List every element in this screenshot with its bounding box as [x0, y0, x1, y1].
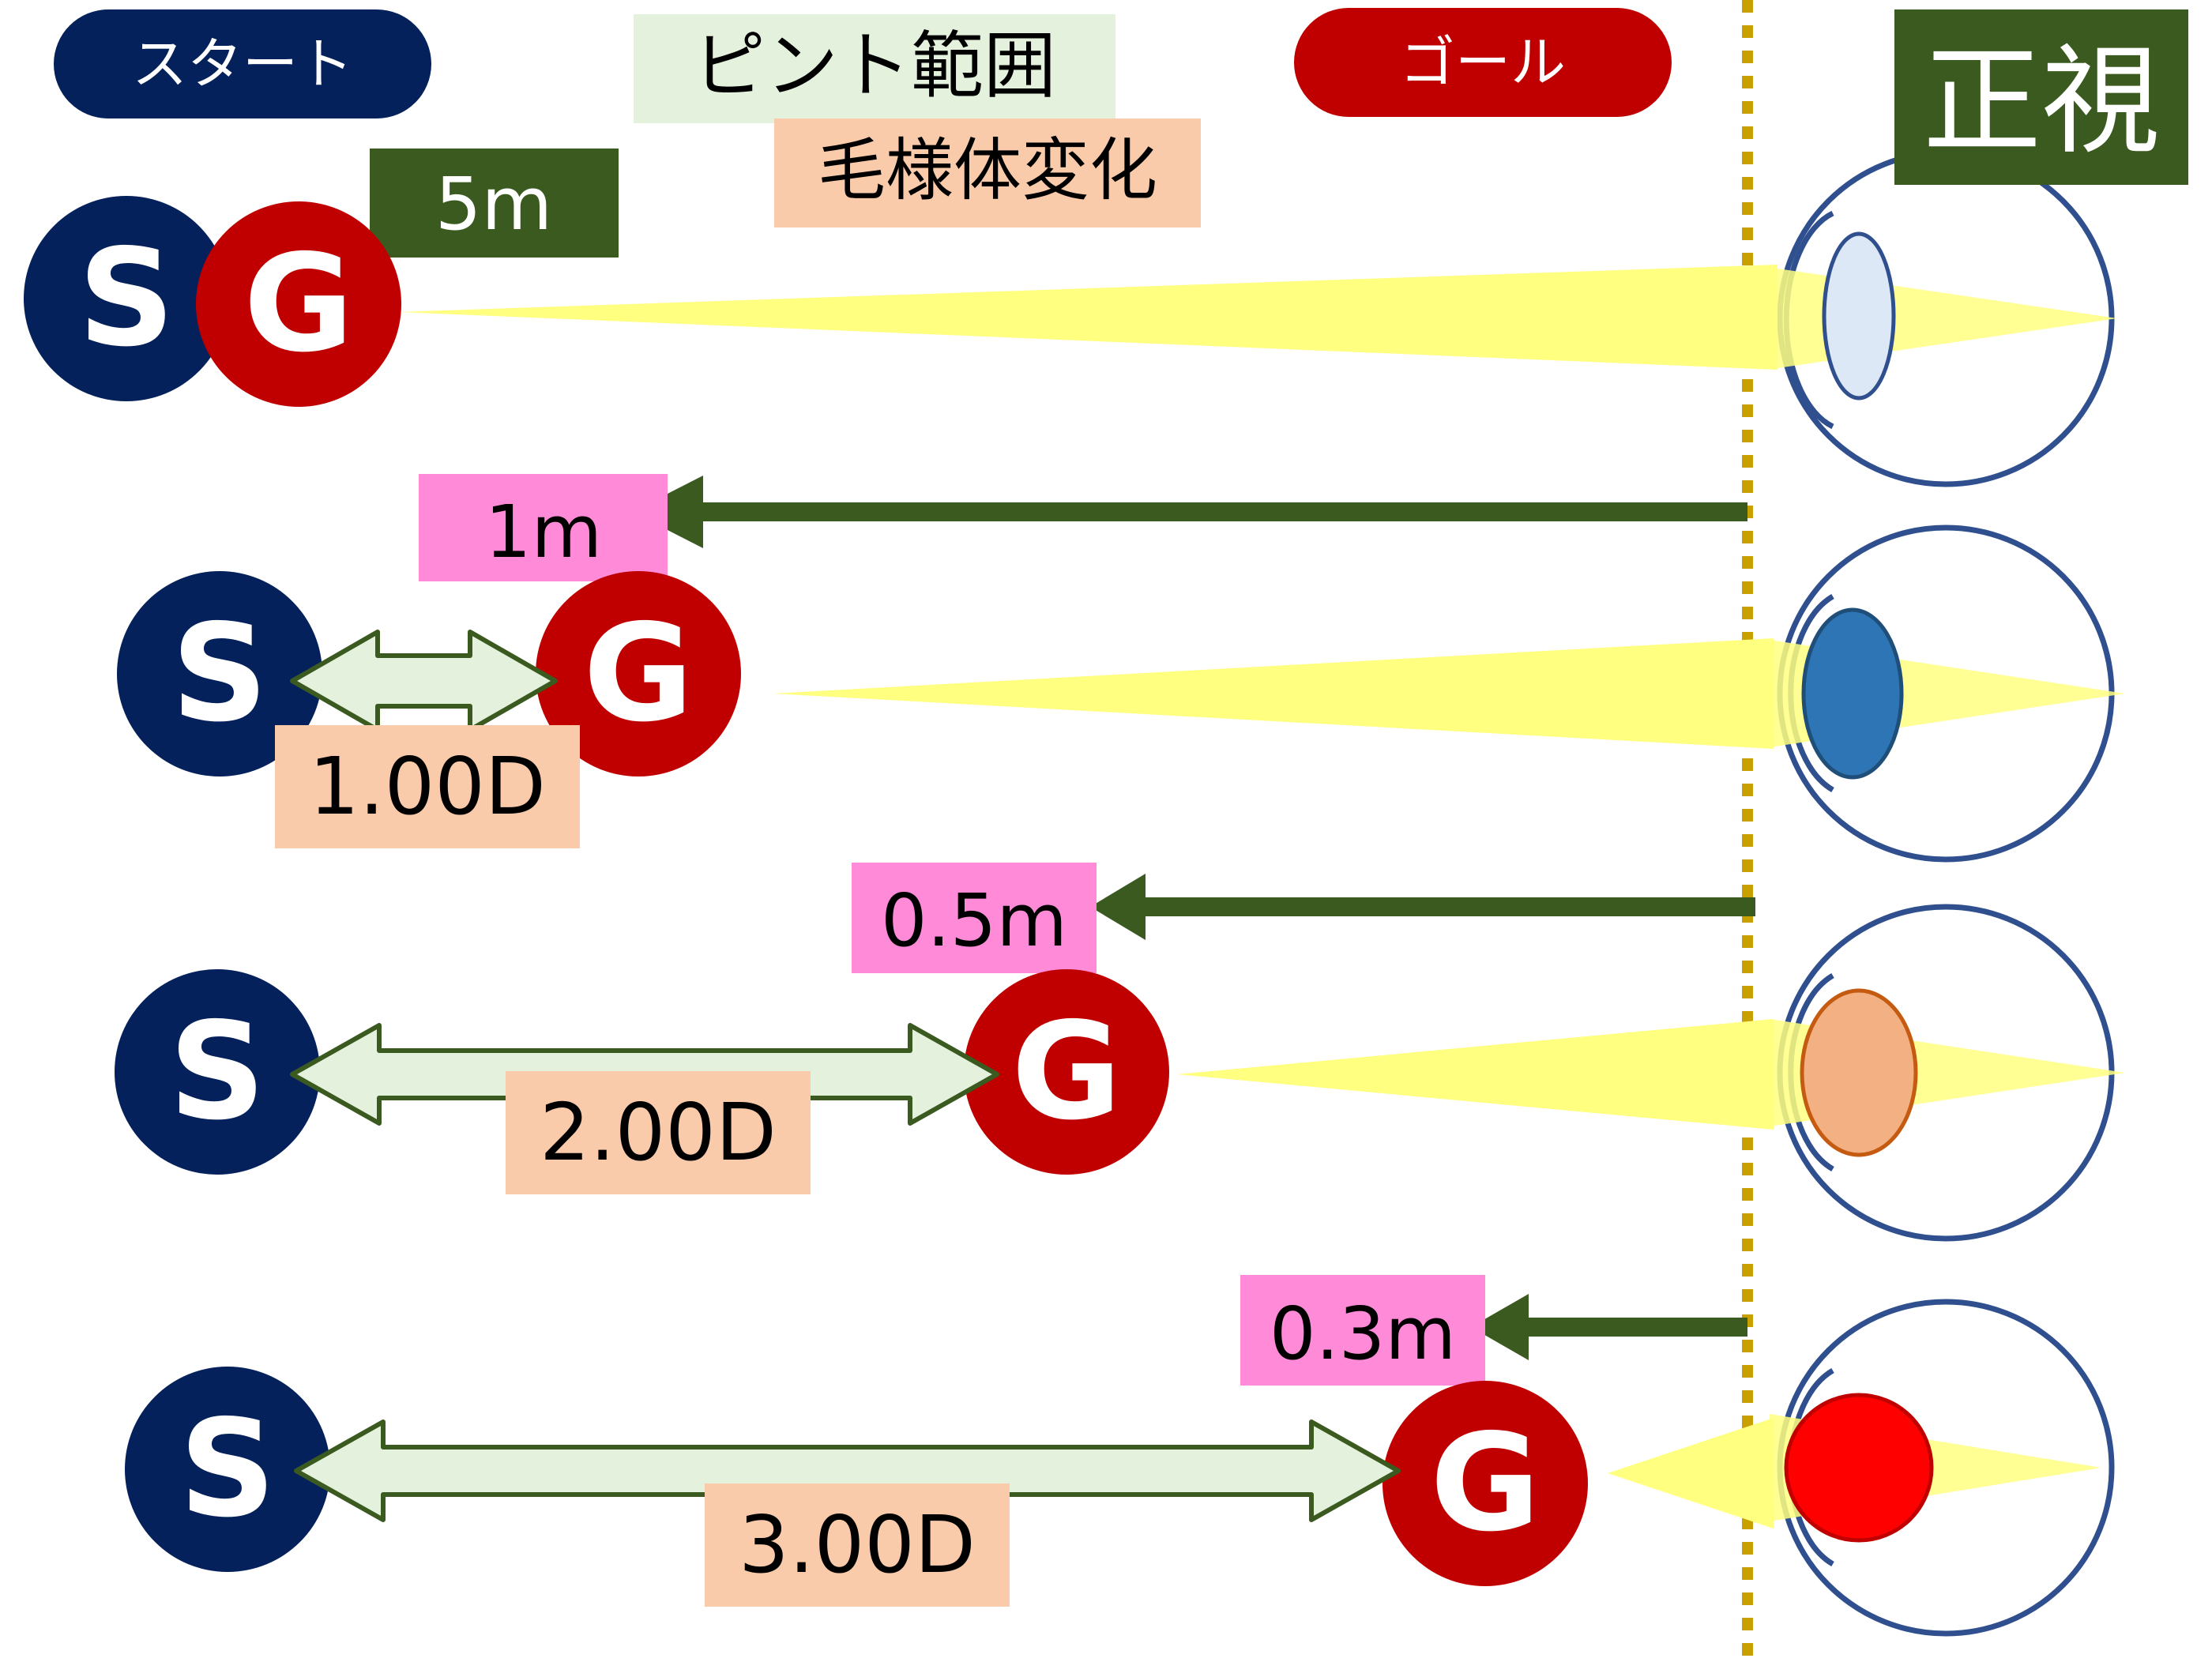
legend-goal-label: ゴール	[1400, 30, 1566, 95]
light-beam-row-4	[1608, 1418, 1774, 1529]
start-marker-letter: S	[179, 1391, 276, 1547]
accommodation-badge	[275, 725, 580, 848]
start-marker	[117, 571, 322, 776]
legend-focus-range-label: ピント範囲	[693, 24, 1056, 108]
accommodation-badge	[705, 1483, 1010, 1607]
distance-arrow-head	[1090, 874, 1146, 940]
legend-start-label: スタート	[132, 32, 353, 96]
legend-focus-range: ピント範囲	[634, 14, 1115, 123]
accommodation-label: 1.00D	[309, 740, 546, 833]
legend-ciliary-change-label: 毛様体変化	[818, 131, 1157, 210]
legend-goal-pill	[1294, 8, 1672, 117]
goal-marker	[196, 201, 401, 407]
distance-label: 1m	[485, 490, 602, 574]
row-3: 0.5m G S 2.00D	[115, 863, 1755, 1194]
eye-row-3	[1770, 904, 2125, 1242]
distance-badge	[1240, 1275, 1485, 1386]
accommodation-arrow	[294, 1419, 1401, 1522]
distance-label: 0.3m	[1270, 1292, 1456, 1376]
row-4: 0.3m G S 3.00D	[125, 1275, 1747, 1607]
goal-marker-letter: G	[1430, 1405, 1540, 1562]
goal-marker	[964, 969, 1169, 1175]
distance-badge	[852, 863, 1097, 973]
eye-row-1	[1777, 149, 2117, 487]
light-beam-row-3	[1177, 1019, 1774, 1130]
lens-strong	[1784, 1393, 1934, 1543]
start-marker-letter: S	[169, 994, 265, 1150]
lens-mild	[1801, 607, 1904, 780]
start-marker	[125, 1367, 330, 1572]
start-marker	[24, 196, 229, 401]
page-title: 正視	[1923, 33, 2160, 171]
eye-row-4	[1770, 1299, 2115, 1637]
start-marker-letter: S	[78, 220, 175, 377]
light-beam-row-1	[399, 265, 1778, 370]
start-marker-letter: S	[171, 596, 268, 752]
goal-marker-letter: G	[583, 596, 694, 752]
start-marker	[115, 969, 320, 1175]
goal-marker-letter: G	[243, 226, 354, 382]
title-emmetropia: 正視	[1894, 9, 2188, 185]
row-2: 1m G S 1.00D	[117, 474, 1747, 848]
eye-row-2	[1770, 525, 2125, 863]
legend-ciliary-change-box	[774, 118, 1201, 227]
accommodation-arrow	[290, 630, 558, 732]
title-box	[1894, 9, 2188, 185]
distance-label: 0.5m	[881, 878, 1067, 963]
lens-relaxed	[1822, 231, 1896, 400]
goal-marker	[1382, 1381, 1588, 1586]
accommodation-label: 3.00D	[739, 1498, 976, 1591]
legend-ciliary-change: 毛様体変化	[774, 118, 1201, 227]
distance-badge	[419, 474, 668, 581]
legend-goal: ゴール	[1294, 8, 1672, 117]
accommodation-label: 2.00D	[540, 1086, 777, 1179]
row-1: 5m S G	[24, 149, 619, 407]
distance-arrow-head	[1471, 1294, 1529, 1360]
legend-start-pill	[54, 9, 431, 118]
goal-marker	[536, 571, 741, 776]
distance-badge	[370, 149, 619, 258]
accommodation-badge	[506, 1071, 811, 1194]
light-beam-row-2	[773, 638, 1774, 749]
lens-moderate	[1800, 988, 1918, 1157]
legend-focus-range-box	[634, 14, 1115, 123]
goal-marker-letter: G	[1011, 994, 1122, 1150]
legend-start: スタート	[54, 9, 431, 118]
distance-label: 5m	[435, 162, 552, 246]
